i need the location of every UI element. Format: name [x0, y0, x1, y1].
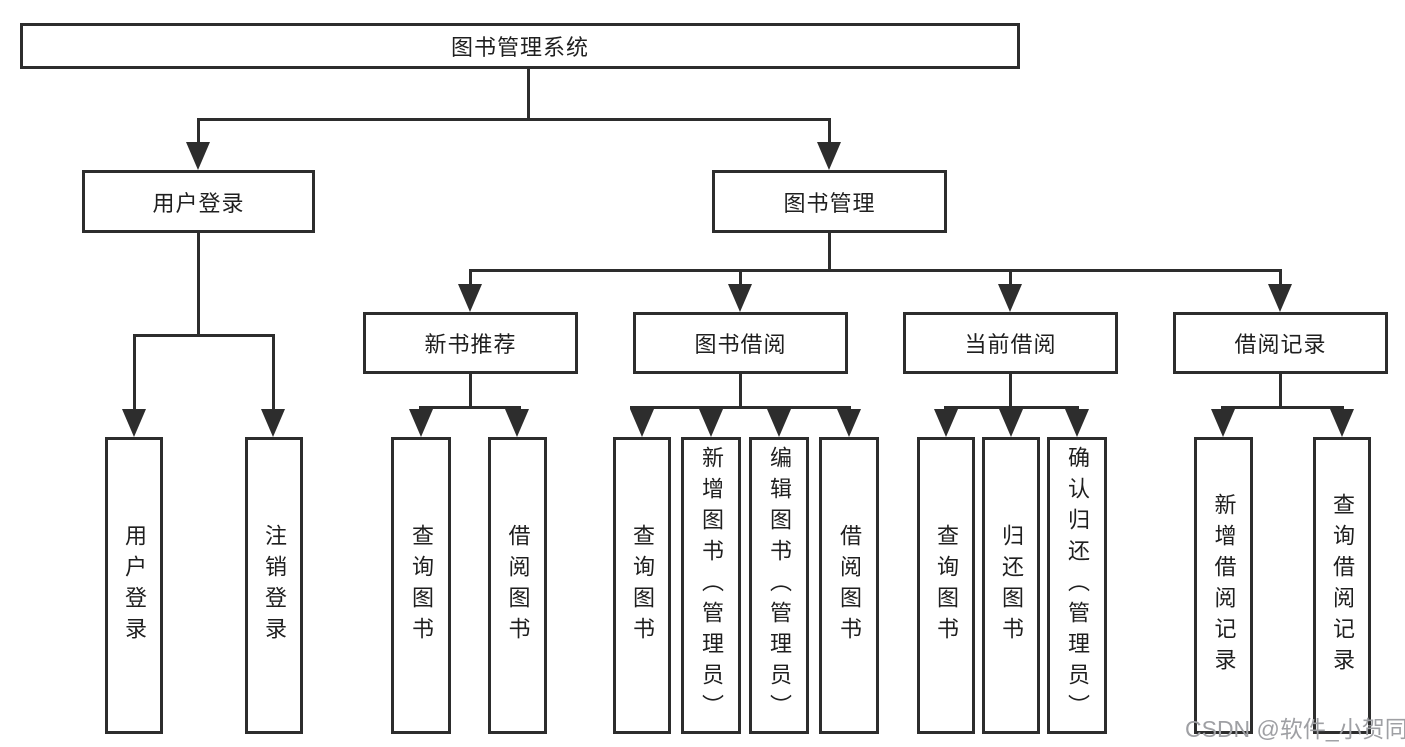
node-label: 注销登录 [262, 523, 287, 648]
node-library-management-system: 图书管理系统 [20, 23, 1020, 69]
arrowhead-down [767, 409, 791, 437]
node-label: 新增借阅记录 [1211, 492, 1237, 679]
node-label: 借阅图书 [505, 523, 531, 648]
node-new-book-recommendation: 新书推荐 [363, 312, 578, 374]
connector-stub [197, 119, 200, 143]
connector-current-drop [1009, 373, 1012, 409]
arrowhead-down [699, 409, 723, 437]
connector-current-distributor [944, 406, 1079, 409]
node-label: 查询图书 [630, 523, 655, 648]
leaf-user-login: 用户登录 [105, 437, 163, 734]
watermark: CSDN @软件_小贺同学 [1185, 716, 1405, 742]
connector-stub [1009, 271, 1012, 286]
connector-stub [1279, 271, 1282, 286]
connector-recommend-distributor [419, 406, 521, 409]
connector-user-login-drop [197, 233, 200, 336]
connector-stub [469, 271, 472, 286]
connector-records-distributor [1221, 406, 1344, 409]
leaf-query-books-current: 查询图书 [917, 437, 975, 734]
connector-stub [133, 336, 136, 409]
node-label: 查询图书 [934, 523, 959, 648]
connector-book-mgmt-drop [828, 233, 831, 271]
node-current-borrowing: 当前借阅 [903, 312, 1118, 374]
connector-root-drop [527, 68, 530, 120]
leaf-edit-books-admin: 编辑图书（管理员） [749, 437, 809, 734]
connector-recommend-drop [469, 373, 472, 409]
arrowhead-down [409, 409, 433, 437]
node-label: 图书借阅 [694, 332, 787, 357]
node-label: 用户登录 [122, 523, 147, 648]
arrowhead-down [934, 409, 958, 437]
leaf-add-borrow-record: 新增借阅记录 [1194, 437, 1253, 734]
node-label: 确认归还（管理员） [1065, 446, 1090, 725]
arrowhead-down [998, 284, 1022, 312]
arrowhead-down [186, 142, 210, 170]
arrowhead-down [1211, 409, 1235, 437]
node-label: 查询图书 [409, 523, 434, 648]
arrowhead-down [122, 409, 146, 437]
arrowhead-down [837, 409, 861, 437]
arrowhead-down [1065, 409, 1089, 437]
node-label: 新增图书（管理员） [699, 446, 724, 725]
arrowhead-down [1268, 284, 1292, 312]
connector-stub [272, 336, 275, 409]
arrowhead-down [999, 409, 1023, 437]
leaf-query-borrow-record: 查询借阅记录 [1313, 437, 1371, 734]
node-label: 用户登录 [152, 190, 245, 216]
leaf-add-books-admin: 新增图书（管理员） [681, 437, 741, 734]
connector-borrowing-distributor [630, 406, 851, 409]
node-label: 图书管理 [783, 190, 876, 216]
connector-borrowing-drop [739, 373, 742, 409]
arrowhead-down [728, 284, 752, 312]
arrowhead-down [1330, 409, 1354, 437]
connector-records-drop [1279, 373, 1282, 409]
arrowhead-down [630, 409, 654, 437]
connector-stub [828, 119, 831, 143]
node-book-management: 图书管理 [712, 170, 947, 233]
leaf-query-books-recommend: 查询图书 [391, 437, 451, 734]
arrowhead-down [458, 284, 482, 312]
connector-stub [739, 271, 742, 286]
node-label: 归还图书 [999, 523, 1024, 648]
leaf-confirm-return-admin: 确认归还（管理员） [1047, 437, 1107, 734]
arrowhead-down [817, 142, 841, 170]
node-label: 查询借阅记录 [1330, 492, 1355, 679]
node-label: 图书管理系统 [450, 35, 589, 60]
leaf-return-books: 归还图书 [982, 437, 1040, 734]
arrowhead-down [261, 409, 285, 437]
connector-level2-distributor [197, 118, 831, 121]
node-label: 借阅图书 [837, 523, 862, 648]
node-label: 当前借阅 [964, 332, 1057, 357]
leaf-borrow-books-borrowing: 借阅图书 [819, 437, 879, 734]
connector-user-login-distributor [133, 334, 275, 337]
node-label: 借阅记录 [1234, 332, 1327, 357]
leaf-query-books-borrowing: 查询图书 [613, 437, 671, 734]
arrowhead-down [505, 409, 529, 437]
node-book-borrowing: 图书借阅 [633, 312, 848, 374]
node-user-login: 用户登录 [82, 170, 315, 233]
leaf-logout: 注销登录 [245, 437, 303, 734]
node-label: 编辑图书（管理员） [767, 446, 792, 725]
node-label: 新书推荐 [424, 332, 517, 357]
leaf-borrow-books-recommend: 借阅图书 [488, 437, 547, 734]
connector-level3-distributor [469, 269, 1282, 272]
node-borrowing-records: 借阅记录 [1173, 312, 1388, 374]
